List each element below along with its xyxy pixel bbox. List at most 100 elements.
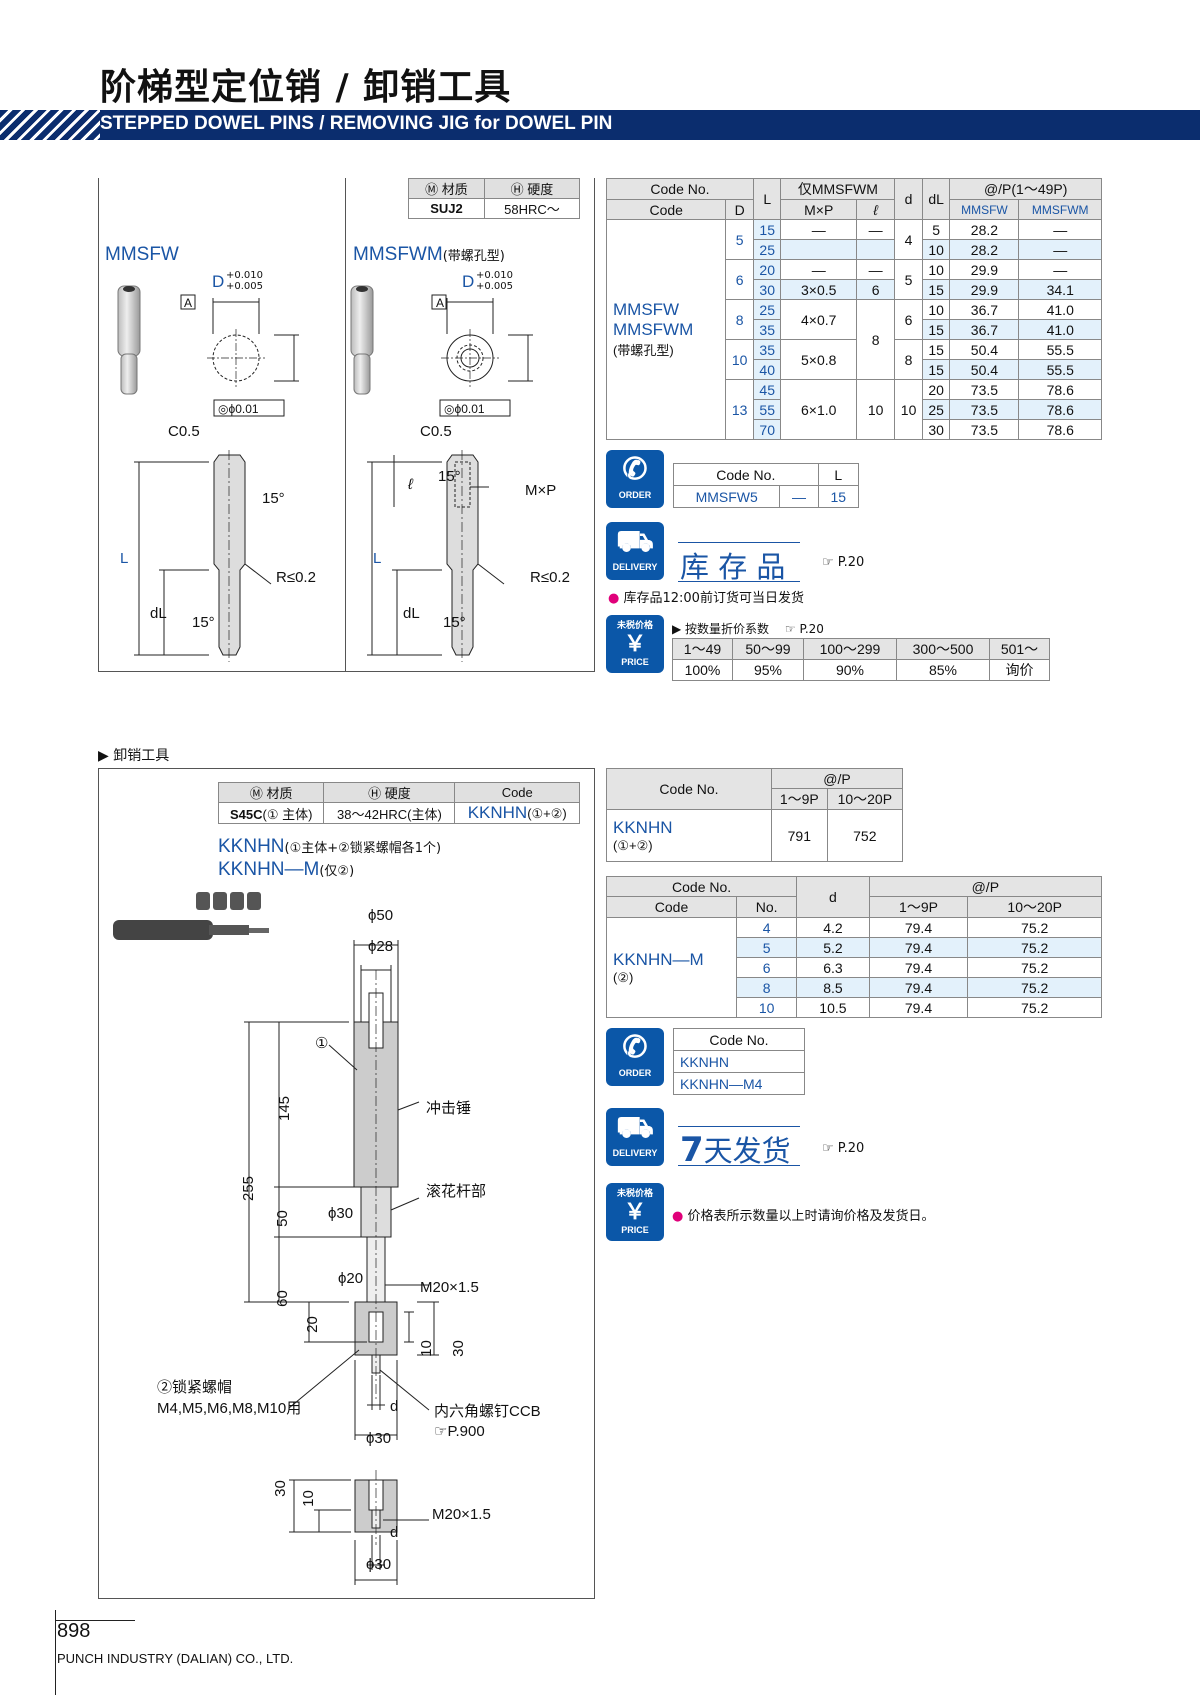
- delivery-icon: ⛟DELIVERY: [606, 522, 664, 580]
- footer-rule: [55, 1610, 56, 1695]
- datum-b: A: [436, 296, 445, 310]
- h-badge: Ⓗ: [510, 182, 524, 197]
- nut-detail: [289, 1470, 429, 1585]
- dim-d50: ϕ50: [368, 907, 394, 924]
- dim-d30b: ϕ30: [366, 1430, 392, 1447]
- dim-L-a: L: [120, 550, 129, 567]
- dim-d20: ϕ20: [338, 1270, 364, 1287]
- page-number: 898: [57, 1620, 91, 1642]
- datum-a: A: [184, 296, 193, 310]
- mxp-b: M×P: [525, 482, 557, 499]
- price-note: ● 价格表所示数量以上时请询价格及发货日。: [672, 1209, 935, 1224]
- mmsfwm-label: MMSFWM(带螺孔型): [353, 244, 505, 265]
- m-badge: Ⓜ: [425, 182, 439, 197]
- m-badge: Ⓜ: [249, 786, 263, 801]
- order-icon-2: ✆ORDER: [606, 1028, 664, 1086]
- company-name: PUNCH INDUSTRY (DALIAN) CO., LTD.: [57, 1651, 294, 1666]
- dim-d28: ϕ28: [368, 938, 394, 955]
- dim-255: 255: [240, 1175, 258, 1202]
- alert-icon: ●: [608, 591, 620, 606]
- jig-photo: [113, 892, 269, 940]
- label-nut-sizes: M4,M5,M6,M8,M10用: [157, 1400, 302, 1417]
- dim-10b: 10: [299, 1490, 317, 1507]
- jig-drawing-svg: [113, 892, 439, 1585]
- yen-icon: ￥: [623, 1199, 646, 1224]
- pin-photo-b: [350, 285, 374, 395]
- h-badge: Ⓗ: [368, 786, 382, 801]
- label-m20b: M20×1.5: [432, 1506, 491, 1523]
- dim-30b: 30: [271, 1480, 289, 1497]
- r02-a: R≤0.2: [276, 569, 316, 586]
- dim-D-b: D: [462, 272, 475, 291]
- deg15-a2: 15°: [192, 614, 215, 631]
- label-hammer: 冲击锤: [426, 1100, 472, 1117]
- stock-note: ● 库存品12:00前订货可当日发货: [608, 591, 804, 606]
- label-knurl: 滚花杆部: [426, 1183, 487, 1200]
- jig-order-example: Code No. KKNHN KKNHN—M4: [673, 1028, 805, 1095]
- conc-a: ◎ϕ0.01: [218, 402, 259, 416]
- phone-icon: ✆: [622, 453, 648, 486]
- dim-d-b: d: [390, 1524, 399, 1541]
- dim-L-b: L: [373, 550, 382, 567]
- tol-a: +0.010+0.005: [226, 270, 264, 292]
- jig-section: [244, 940, 439, 1440]
- order-icon: ✆ORDER: [606, 450, 664, 508]
- pin-photo-a: [117, 285, 141, 395]
- deg15-a: 15°: [262, 490, 285, 507]
- ship-ref: ☞ P.20: [822, 1141, 865, 1156]
- yen-icon: ￥: [623, 631, 646, 656]
- dim-dL-b: dL: [403, 605, 420, 622]
- footer-rule-h: [55, 1620, 135, 1621]
- price-icon-2: 未税价格￥PRICE: [606, 1183, 664, 1241]
- dim-dL-a: dL: [150, 605, 167, 622]
- delivery-icon-2: ⛟DELIVERY: [606, 1108, 664, 1166]
- tol-b: +0.010+0.005: [476, 270, 514, 292]
- jig-title-1: KKNHN(①主体+②锁紧螺帽各1个): [218, 836, 442, 857]
- pin-side-view-a: [134, 450, 272, 662]
- pin-section-a: [180, 294, 299, 417]
- dim-10: 10: [417, 1340, 435, 1357]
- page-title: 阶梯型定位销 / 卸销工具: [100, 67, 512, 108]
- phone-icon: ✆: [622, 1031, 648, 1064]
- pin-drawing-svg: [117, 285, 533, 662]
- stock-label-box: [678, 542, 800, 582]
- dim-d30: ϕ30: [328, 1205, 354, 1222]
- deg15-b2: 15°: [443, 614, 466, 631]
- deg15-b: 15°: [438, 468, 461, 485]
- pin-order-example: Code No.L MMSFW5—15: [672, 463, 860, 508]
- dim-30: 30: [449, 1340, 467, 1357]
- label-ccb: 内六角螺钉CCB: [434, 1403, 541, 1420]
- price-discount-title: ▶ 按数量折价系数 ☞ P.20: [672, 622, 824, 636]
- jig-drawing-panel: [98, 768, 595, 1599]
- dim-20: 20: [303, 1316, 321, 1333]
- conc-b: ◎ϕ0.01: [444, 402, 485, 416]
- truck-icon: ⛟: [616, 525, 654, 558]
- r02-b: R≤0.2: [530, 569, 570, 586]
- stock-label: 库 存 品: [680, 550, 786, 584]
- panel-divider: [345, 178, 346, 672]
- dim-d30c: ϕ30: [366, 1556, 392, 1573]
- jig-title-2: KKNHN—M(仅②): [218, 859, 355, 880]
- mmsfw-label: MMSFW: [105, 244, 179, 265]
- label-m20: M20×1.5: [420, 1279, 479, 1296]
- pin-section-b: [431, 294, 533, 417]
- stock-ref: ☞ P.20: [822, 555, 865, 570]
- ship-label-box: [678, 1126, 800, 1166]
- price-icon: 未税价格￥PRICE: [606, 615, 664, 673]
- ship-label: 7天发货: [680, 1130, 791, 1170]
- dim-d: d: [390, 1398, 399, 1415]
- page-subtitle: STEPPED DOWEL PINS / REMOVING JIG for DO…: [100, 113, 613, 134]
- truck-icon: ⛟: [616, 1111, 654, 1144]
- pin-side-view-b: [367, 450, 505, 662]
